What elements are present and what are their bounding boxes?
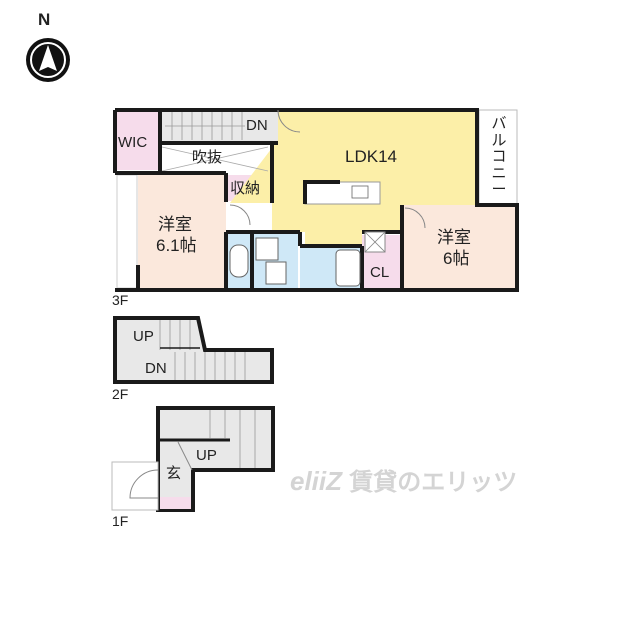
- ldk-label: LDK14: [345, 147, 397, 166]
- watermark: eliiZ 賃貸のエリッツ: [290, 462, 517, 497]
- compass-north-label: N: [38, 10, 51, 29]
- closet-label: CL: [370, 264, 390, 281]
- floor-label-3f: 3F: [112, 292, 129, 308]
- balcony-label: バルコニー: [491, 115, 507, 198]
- floor-label-1f: 1F: [112, 513, 129, 529]
- compass-icon: [24, 36, 72, 84]
- shuno-label: 収納: [230, 180, 261, 197]
- fukinuke-label: 吹抜: [192, 149, 223, 166]
- stairs-up-2f-label: UP: [133, 328, 154, 345]
- western-room-left-name: 洋室: [158, 215, 192, 234]
- floor-label-2f: 2F: [112, 386, 129, 402]
- stairs-up-1f-label: UP: [196, 447, 217, 464]
- wic-label: WIC: [118, 134, 148, 151]
- stairs-dn-3f-label: DN: [246, 117, 268, 134]
- watermark-logo: eliiZ: [290, 466, 343, 496]
- western-room-right-size: 6帖: [443, 249, 470, 268]
- stairs-dn-2f-label: DN: [145, 360, 167, 377]
- western-room-right-name: 洋室: [437, 228, 471, 247]
- western-room-left-size: 6.1帖: [156, 236, 197, 255]
- watermark-text: 賃貸のエリッツ: [349, 469, 518, 496]
- genkan-label: 玄: [166, 465, 182, 482]
